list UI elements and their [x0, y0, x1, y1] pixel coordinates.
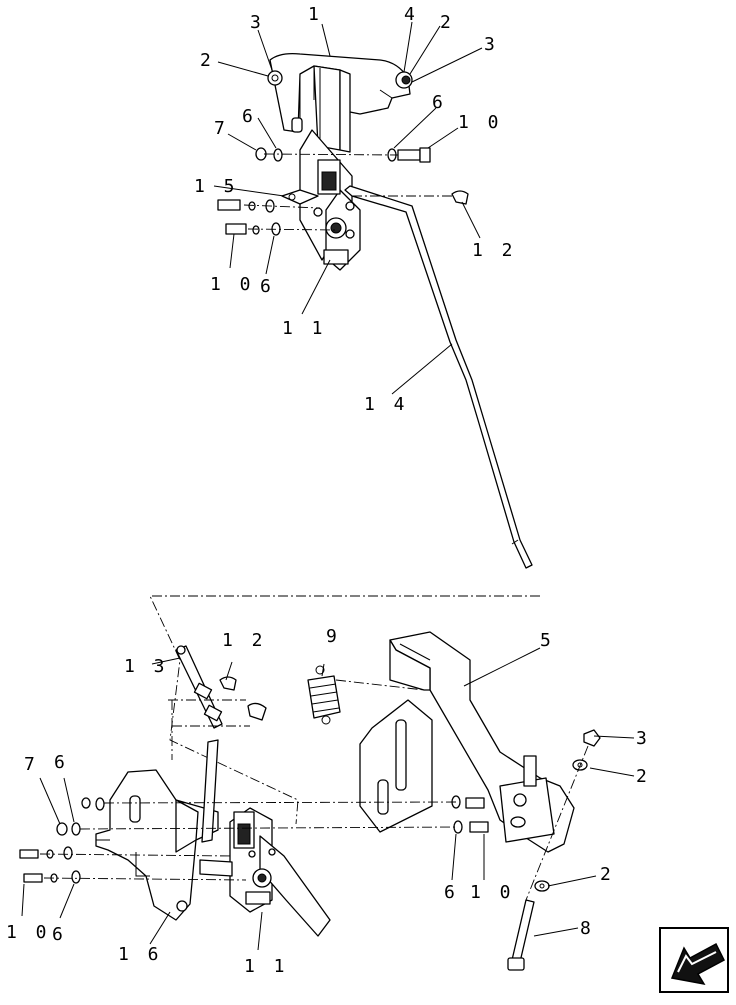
rod-clip-bottom: [219, 676, 267, 721]
callout-6-top-bottom: 6: [260, 276, 275, 297]
lower-pedal-assembly: [19, 631, 601, 971]
callout-1-top: 1: [308, 4, 323, 25]
upper-pedal-assembly: [217, 52, 533, 569]
callout-6-bottom-mid: 6: [444, 882, 459, 903]
callout-14: 1 4: [364, 394, 409, 415]
callout-6-bottom-left-lower: 6: [52, 924, 67, 945]
callout-6-top-left: 6: [242, 106, 257, 127]
callout-10-bottom-mid: 1 0: [470, 882, 515, 903]
callout-3-top-right: 3: [484, 34, 499, 55]
bracket-nut-right: [395, 71, 413, 89]
return-spring: [307, 665, 341, 725]
link-plate: [281, 189, 319, 205]
adjusting-rod: [175, 645, 223, 729]
pedal-mechanism-plate: [299, 129, 361, 271]
mounting-base-plate: [95, 769, 219, 921]
pedal-arm-tube: [313, 65, 351, 153]
callout-8: 8: [580, 918, 595, 939]
lower-pedal-mechanism: [199, 807, 331, 937]
bracket-bolt-slot: [291, 117, 303, 133]
callout-3-left: 3: [250, 12, 265, 33]
callout-16: 1 6: [118, 944, 163, 965]
previous-page-button[interactable]: [659, 927, 729, 993]
bracket-nut-left: [267, 70, 283, 86]
previous-page-arrow-icon: [670, 942, 725, 986]
callout-2-bottom-lower: 2: [600, 864, 615, 885]
callout-7-top: 7: [214, 118, 229, 139]
callout-6-top-right: 6: [432, 92, 447, 113]
callout-9: 9: [326, 626, 341, 647]
callout-7-bottom: 7: [24, 754, 39, 775]
callout-3-bottom: 3: [636, 728, 651, 749]
lower-right-fasteners: [451, 729, 601, 971]
callout-2-top-right: 2: [440, 12, 455, 33]
callout-11-bottom: 1 1: [244, 956, 289, 977]
callout-leaders: [21, 21, 635, 951]
lower-assembly-guides: [39, 679, 589, 901]
callout-10-top-right: 1 0: [458, 112, 503, 133]
control-rod: [344, 185, 533, 569]
callout-labels: 1 2 3 4 2 3 7 6 6 1 0 1 5 1 2 1 0 6 1 1 …: [6, 4, 651, 977]
callout-12-top: 1 2: [472, 240, 517, 261]
callout-11-top: 1 1: [282, 318, 327, 339]
callout-6-bottom-left-upper: 6: [54, 752, 69, 773]
lower-left-fasteners: [19, 797, 105, 884]
callout-12-bottom: 1 2: [222, 630, 267, 651]
callout-10-bottom-left: 1 0: [6, 922, 51, 943]
base-link-rod: [201, 739, 219, 843]
callout-15: 1 5: [194, 176, 239, 197]
callout-2-left: 2: [200, 50, 215, 71]
callout-10-top-left: 1 0: [210, 274, 255, 295]
callout-13: 1 3: [124, 656, 169, 677]
callout-2-bottom-upper: 2: [636, 766, 651, 787]
pedal-slotted-plate: [359, 699, 433, 833]
rod-clip-top: [451, 190, 469, 205]
callout-5: 5: [540, 630, 555, 651]
callout-4-top: 4: [404, 4, 419, 25]
pivot-bracket: [499, 755, 555, 843]
top-assembly-guides: [243, 153, 454, 231]
